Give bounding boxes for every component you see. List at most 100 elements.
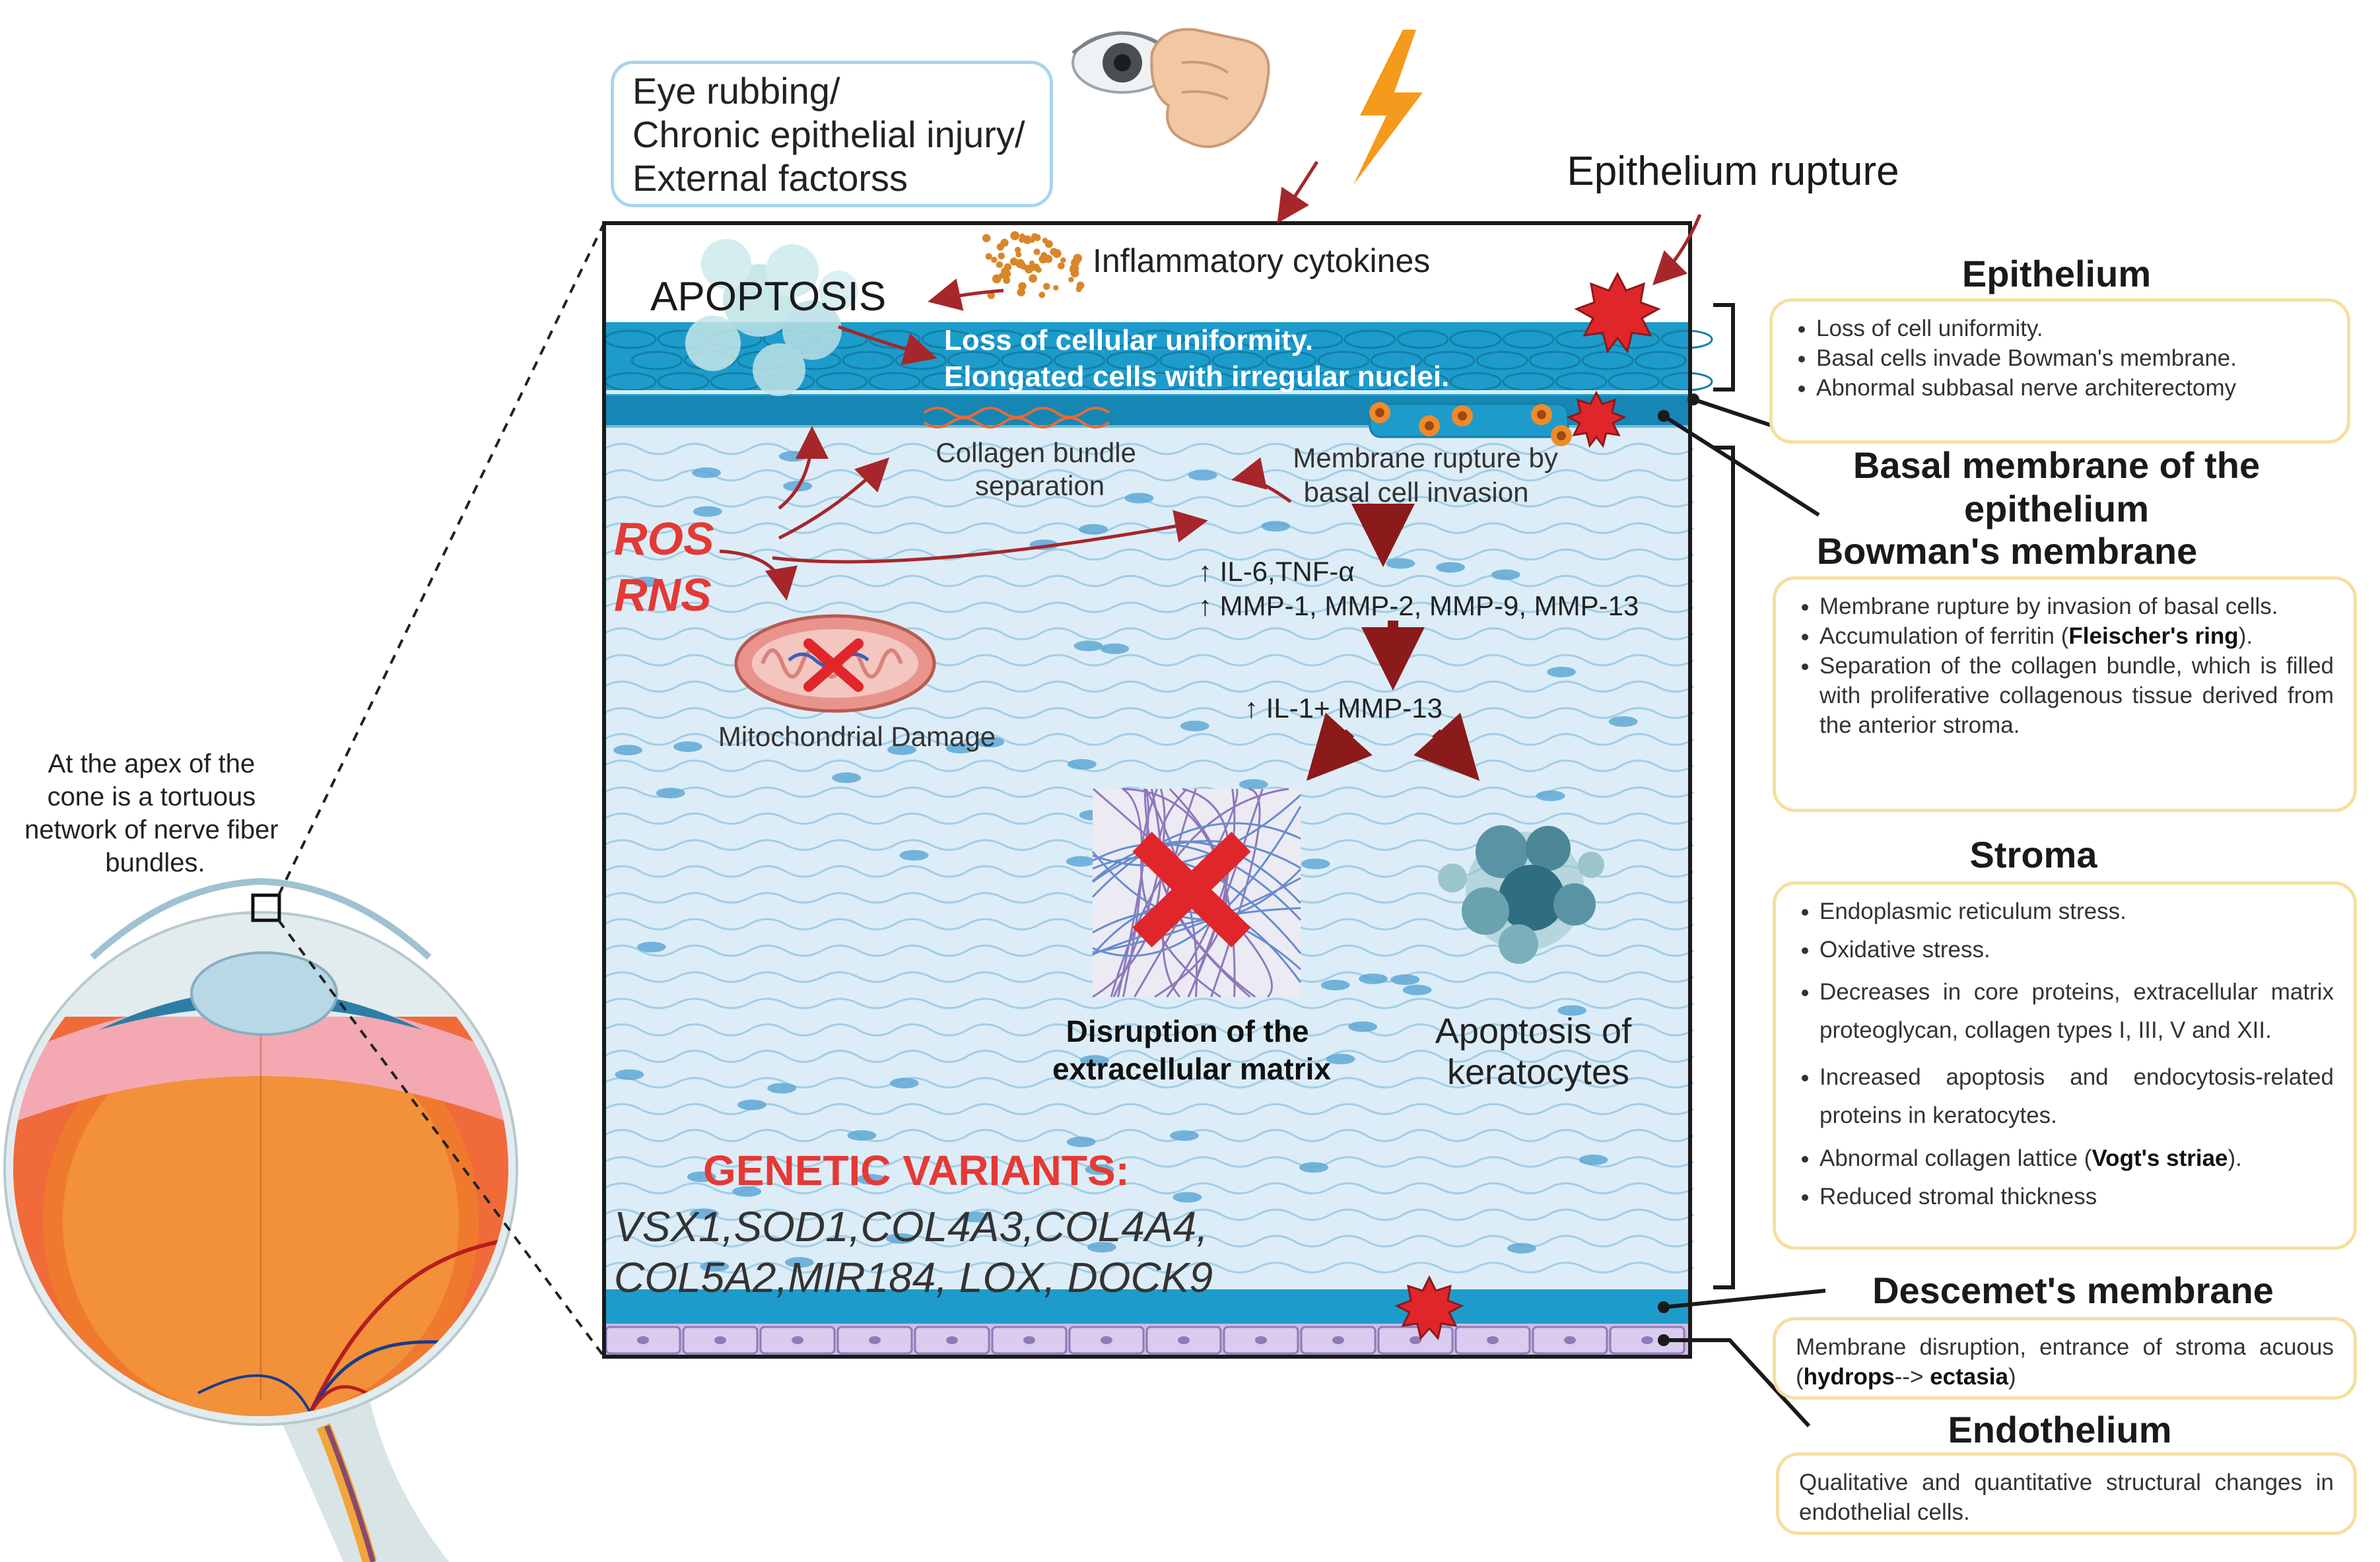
- cytokine-dot: [1071, 258, 1080, 267]
- endothelial-nucleus: [869, 1336, 881, 1344]
- keratocyte-apoptosis-label: Apoptosis of keratocytes: [1435, 1011, 1641, 1092]
- collagen-fiber: [1092, 906, 1301, 956]
- keratocyte-nucleus: [975, 737, 1005, 748]
- epithelial-cell: [974, 329, 1027, 349]
- epithelial-cell: [1449, 329, 1502, 349]
- collagen-fiber: [1157, 788, 1251, 998]
- stroma-item: Decreases in core proteins, extracellula…: [1819, 973, 2334, 1050]
- bowman-rupture-icon: [1566, 390, 1627, 448]
- cytokine-dot: [1023, 235, 1032, 244]
- epithelial-cell: [1502, 329, 1555, 349]
- collagen-fiber: [1166, 788, 1236, 998]
- epithelial-cell: [1343, 329, 1396, 349]
- keratocyte-nucleus: [1087, 1242, 1116, 1253]
- stroma-item: Reduced stromal thickness: [1819, 1182, 2334, 1211]
- epithelial-cell: [1079, 329, 1132, 349]
- stroma-title: Stroma: [1969, 834, 2097, 875]
- keratocyte-nucleus: [656, 788, 685, 799]
- cytokine-dot: [1017, 288, 1025, 296]
- apoptotic-epithelial-cells: [685, 239, 858, 396]
- descemet-text: Membrane disruption, entrance of stroma …: [1796, 1334, 2334, 1390]
- cytokine-dot: [1033, 234, 1041, 242]
- epithelial-cell: [842, 351, 895, 370]
- cytokine-dot: [985, 253, 992, 260]
- endothelial-nucleus: [792, 1336, 803, 1344]
- epithelial-cell: [1634, 351, 1687, 370]
- cytokine-dot: [1058, 262, 1065, 270]
- cytokine-dot: [998, 252, 1005, 259]
- keratocyte-nucleus: [692, 467, 722, 479]
- cytokine-dot: [1033, 248, 1040, 255]
- endothelial-nucleus: [714, 1336, 726, 1344]
- stroma-fiber: [603, 1050, 1694, 1063]
- apex-note: At the apex of the cone is a tortuous ne…: [24, 749, 286, 877]
- endothelial-nucleus: [1564, 1336, 1576, 1344]
- cytokine-dot: [1014, 246, 1021, 254]
- epithelial-cell: [1528, 351, 1581, 370]
- epithelial-cell: [1238, 329, 1291, 349]
- keratocyte-nucleus: [1608, 716, 1638, 727]
- keratocyte-nucleus: [832, 772, 862, 784]
- ros-label: ROS: [614, 513, 714, 564]
- endothelial-nucleus: [1487, 1336, 1499, 1344]
- cytokine-dot: [1000, 238, 1009, 247]
- mito-damage-label: Mitochondrial Damage: [718, 721, 996, 752]
- keratocyte-nucleus: [886, 1233, 916, 1244]
- stroma-fiber: [603, 1208, 1694, 1221]
- cytokine-dot: [1068, 277, 1074, 283]
- stroma-fiber: [603, 759, 1694, 772]
- keratocyte-nucleus: [1435, 562, 1465, 573]
- epithelium-item: Basal cells invade Bowman's membrane.: [1816, 343, 2327, 373]
- cytokine-dot: [1060, 257, 1066, 263]
- endothelium-title: Endothelium: [1948, 1409, 2172, 1450]
- keratocyte-nucleus: [700, 1261, 730, 1272]
- collagen-fiber: [1092, 910, 1301, 970]
- keratocyte-nucleus: [1188, 469, 1217, 481]
- descemet-title: Descemet's membrane: [1872, 1270, 2274, 1311]
- keratocyte-nucleus: [636, 941, 666, 953]
- epithelial-cell: [1423, 351, 1476, 370]
- cytokine-dot: [1001, 267, 1009, 275]
- endothelial-nucleus: [1410, 1336, 1421, 1344]
- bowman-title: Bowman's membrane: [1816, 530, 2198, 572]
- keratocyte-nucleus: [1067, 759, 1097, 770]
- cytokine-dot: [1075, 286, 1082, 292]
- epithelial-cell: [1317, 351, 1370, 370]
- keratocyte-nucleus: [673, 741, 702, 753]
- stroma-fiber: [603, 1235, 1694, 1248]
- cytokine-dot: [1032, 263, 1040, 271]
- keratocyte-nucleus: [1180, 720, 1209, 731]
- epithelium-item: Loss of cell uniformity.: [1816, 314, 2327, 343]
- keratocyte-nucleus: [615, 1069, 644, 1080]
- endothelial-nucleus: [1023, 1336, 1035, 1344]
- keratocyte-nucleus: [1402, 984, 1432, 996]
- cytokine-dot: [1042, 283, 1050, 290]
- cytokine-dot: [1024, 264, 1034, 274]
- epithelial-cell: [1264, 351, 1317, 370]
- stroma-fiber: [603, 1103, 1694, 1116]
- bowman-item: Accumulation of ferritin (Fleischer's ri…: [1819, 621, 2334, 651]
- keratocyte-nucleus: [1326, 1054, 1355, 1065]
- stroma-item: Increased apoptosis and endocytosis-rela…: [1819, 1058, 2334, 1135]
- collagen-fiber: [1210, 788, 1261, 998]
- apoptosis-label: APOPTOSIS: [650, 274, 886, 320]
- trigger-line: Eye rubbing/: [632, 70, 840, 112]
- epithelium-rupture-icon: [1574, 271, 1661, 354]
- epithelial-cell: [1185, 329, 1238, 349]
- keratocyte-nucleus: [1261, 521, 1291, 532]
- descemet-layer: [604, 1289, 1690, 1324]
- collagen-fiber: [1154, 788, 1227, 998]
- epithelial-cell: [630, 351, 683, 370]
- keratocyte-nucleus: [693, 506, 722, 517]
- stroma-item: Endoplasmic reticulum stress.: [1819, 897, 2334, 926]
- endothelial-nucleus: [1101, 1336, 1112, 1344]
- keratocyte-nucleus: [737, 1099, 766, 1110]
- keratocyte-nucleus: [1100, 643, 1130, 654]
- keratocyte-nucleus: [887, 744, 917, 755]
- ferritin-particles: [1369, 402, 1572, 446]
- bowman-item: Membrane rupture by invasion of basal ce…: [1819, 592, 2334, 621]
- endothelial-nucleus: [1178, 1336, 1190, 1344]
- endothelial-nucleus: [946, 1336, 958, 1344]
- stroma-item: Abnormal collagen lattice (Vogt's striae…: [1819, 1143, 2334, 1173]
